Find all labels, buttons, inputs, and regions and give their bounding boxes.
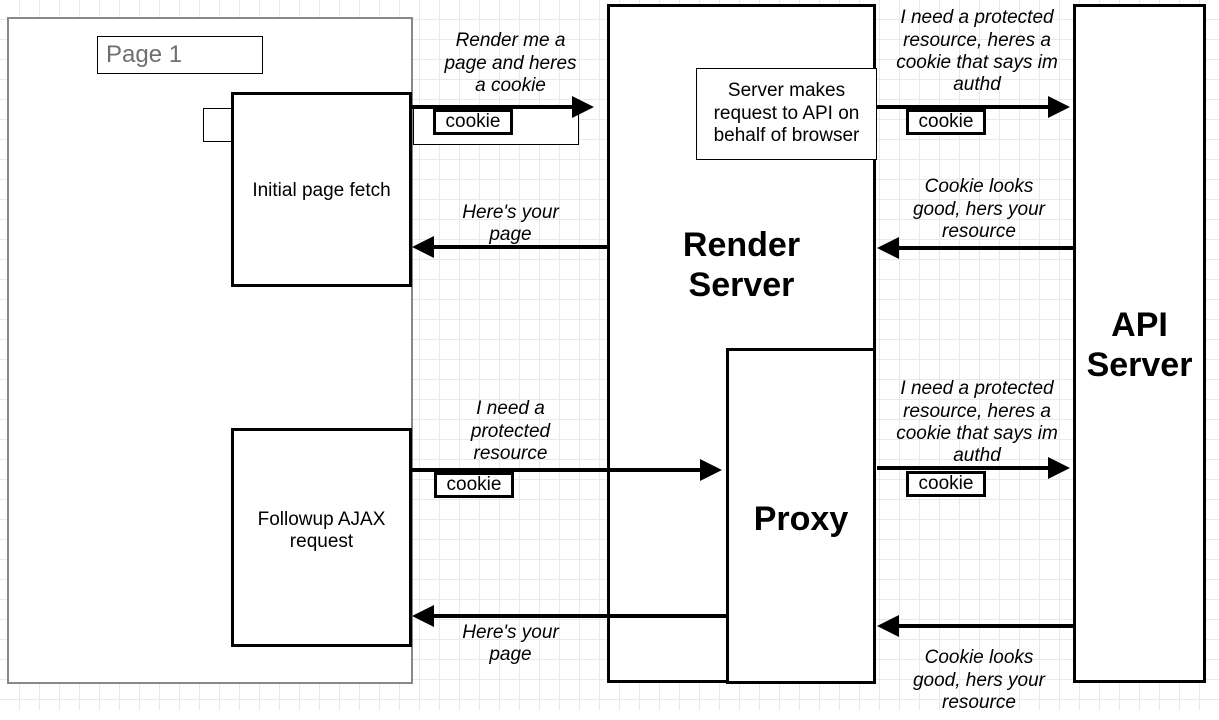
arrow-line-render-to-browser: [432, 245, 608, 249]
msg-browser-to-proxy-bottom: I need a protected resource: [470, 398, 551, 465]
arrow-line-render-to-api: [877, 105, 1049, 109]
arrow-head-api-to-render: [877, 237, 899, 259]
api-server-label: API Server: [1086, 305, 1193, 384]
arrow-line-proxy-to-api: [877, 466, 1049, 470]
cookie-badge-render-to-api: cookie: [906, 109, 986, 135]
arrow-line-api-to-proxy: [897, 624, 1073, 628]
followup-ajax-label: Followup AJAX request: [257, 508, 386, 552]
server-note-box: [696, 68, 877, 160]
arrow-line-proxy-to-browser: [432, 614, 728, 618]
server-note-label: Server makes request to API on behalf of…: [713, 80, 860, 147]
msg-api-to-render-top: Cookie looks good, hers your resource: [912, 176, 1046, 243]
initial-page-fetch-label: Initial page fetch: [252, 179, 391, 201]
render-server-label: Render Server: [682, 225, 801, 304]
followup-ajax-box: [231, 428, 412, 647]
msg-proxy-to-browser-bottom: Here's your page: [462, 621, 559, 665]
arrow-head-api-to-proxy: [877, 615, 899, 637]
arrow-line-browser-to-render: [412, 105, 578, 109]
proxy-box: [726, 348, 876, 684]
msg-browser-to-render-top: Render me a page and heres a cookie: [444, 30, 577, 97]
cookie-badge-browser-to-render: cookie: [433, 109, 513, 135]
arrow-line-api-to-render: [897, 246, 1073, 250]
msg-api-to-proxy-bottom: Cookie looks good, hers your resource: [912, 647, 1046, 714]
arrow-line-browser-to-proxy: [412, 468, 706, 472]
arrow-head-proxy-to-api: [1048, 457, 1070, 479]
msg-render-to-api-top: I need a protected resource, heres a coo…: [896, 7, 1058, 96]
initial-page-fetch-box: [231, 92, 412, 287]
tab-stub: [203, 108, 235, 142]
msg-proxy-to-api-bottom: I need a protected resource, heres a coo…: [896, 378, 1058, 467]
cookie-badge-browser-to-proxy: cookie: [434, 472, 514, 498]
cookie-badge-proxy-to-api: cookie: [906, 471, 986, 497]
page-title-field[interactable]: Page 1: [97, 36, 263, 74]
arrow-head-browser-to-proxy: [700, 459, 722, 481]
arrow-head-render-to-browser: [412, 236, 434, 258]
arrow-head-render-to-api: [1048, 96, 1070, 118]
proxy-label: Proxy: [753, 499, 849, 538]
arrow-head-proxy-to-browser: [412, 605, 434, 627]
msg-render-to-browser-top: Here's your page: [462, 201, 559, 245]
api-server-box: [1073, 4, 1206, 683]
arrow-head-browser-to-render: [572, 96, 594, 118]
